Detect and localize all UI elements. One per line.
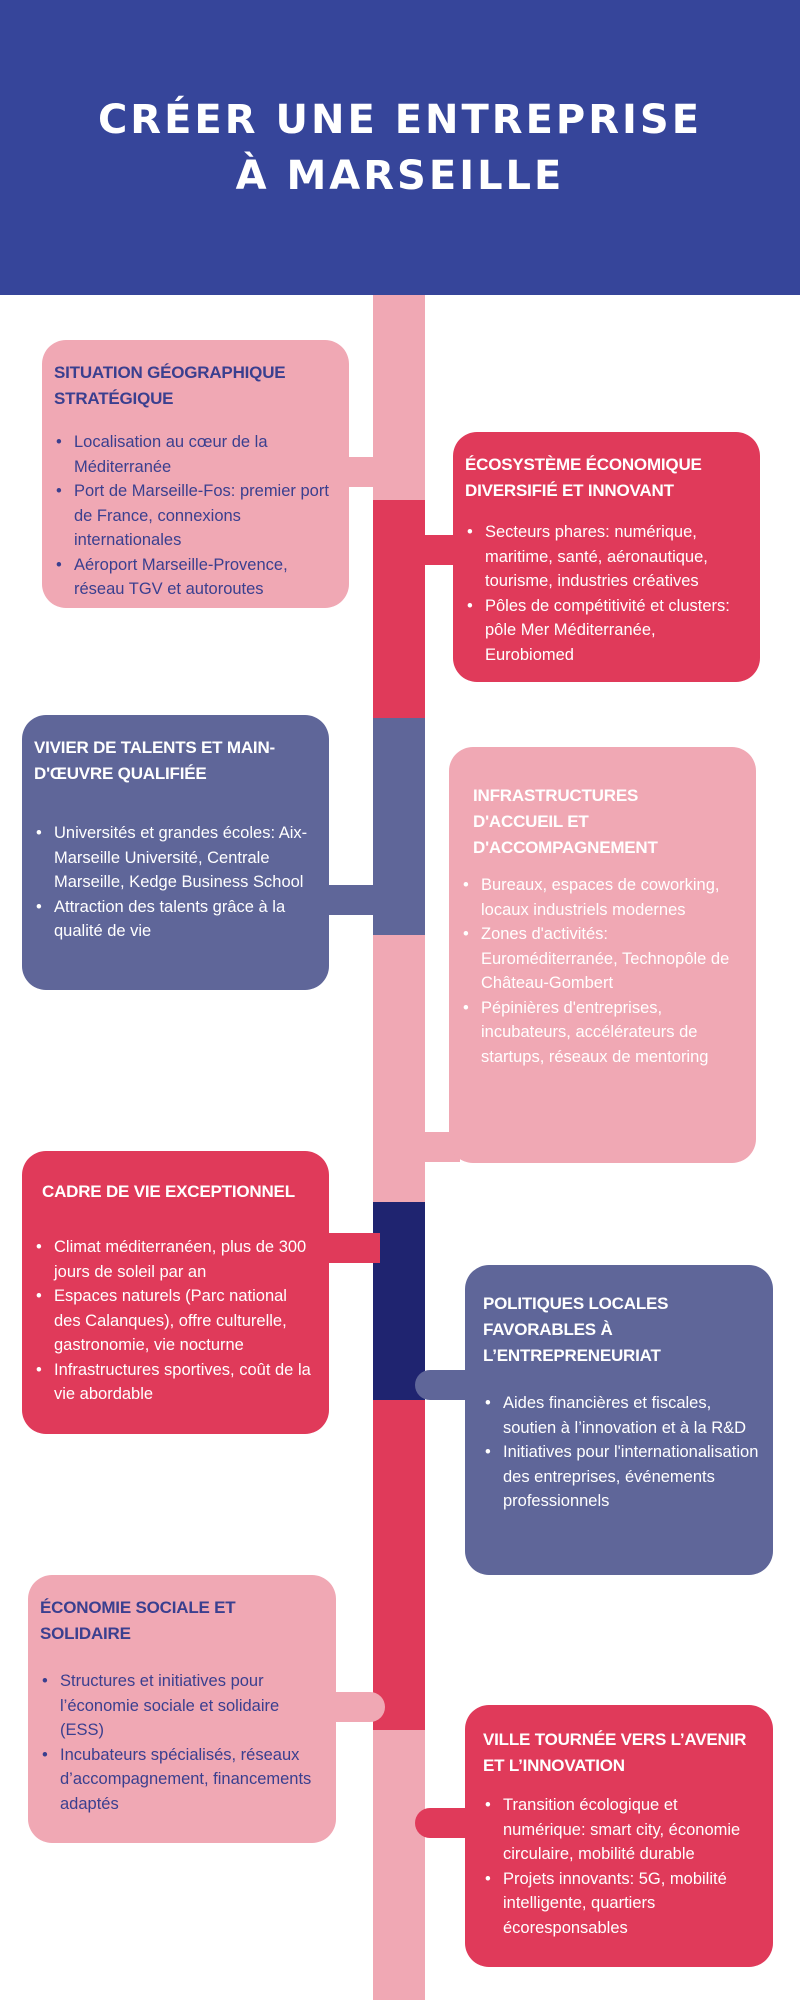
card-local-policies: POLITIQUES LOCALES FAVORABLES À L’ENTREP…: [465, 1265, 773, 1575]
list-item: Universités et grandes écoles: Aix-Marse…: [34, 821, 317, 895]
card-infrastructure: INFRASTRUCTURES D'ACCUEIL ET D'ACCOMPAGN…: [449, 747, 756, 1163]
card-title: CADRE DE VIE EXCEPTIONNEL: [42, 1182, 295, 1201]
card-talent-pool: VIVIER DE TALENTS ET MAIN-D'ŒUVRE QUALIF…: [22, 715, 329, 990]
list-item: Aides financières et fiscales, soutien à…: [483, 1391, 761, 1440]
list-item: Attraction des talents grâce à la qualit…: [34, 895, 317, 944]
connector: [320, 885, 380, 915]
list-item: Climat méditerranéen, plus de 300 jours …: [34, 1235, 317, 1284]
card-geographic-situation: SITUATION GÉOGRAPHIQUE STRATÉGIQUE Local…: [42, 340, 349, 608]
card-title: POLITIQUES LOCALES FAVORABLES À L’ENTREP…: [483, 1294, 669, 1365]
spine-segment: [373, 718, 425, 935]
spine-segment: [373, 1400, 425, 1730]
card-title: ÉCONOMIE SOCIALE ET SOLIDAIRE: [40, 1598, 236, 1643]
list-item: Incubateurs spécialisés, réseaux d’accom…: [40, 1743, 324, 1817]
list-item: Pôles de compétitivité et clusters: pôle…: [465, 594, 748, 668]
list-item: Localisation au cœur de la Méditerranée: [54, 430, 337, 479]
card-economic-ecosystem: ÉCOSYSTÈME ÉCONOMIQUE DIVERSIFIÉ ET INNO…: [453, 432, 760, 682]
list-item: Zones d'activités: Euroméditerranée, Tec…: [461, 922, 744, 996]
page-title: CRÉER UNE ENTREPRISE À MARSEILLE: [97, 96, 703, 199]
card-title: INFRASTRUCTURES D'ACCUEIL ET D'ACCOMPAGN…: [473, 786, 658, 857]
list-item: Transition écologique et numérique: smar…: [483, 1793, 761, 1867]
list-item: Aéroport Marseille-Provence, réseau TGV …: [54, 553, 337, 602]
list-item: Structures et initiatives pour l’économi…: [40, 1669, 324, 1743]
connector: [320, 1233, 380, 1263]
spine-segment: [373, 500, 425, 718]
list-item: Bureaux, espaces de coworking, locaux in…: [461, 873, 744, 922]
spine-segment: [373, 1202, 425, 1400]
header-banner: CRÉER UNE ENTREPRISE À MARSEILLE: [0, 0, 800, 295]
list-item: Projets innovants: 5G, mobilité intellig…: [483, 1867, 761, 1941]
spine-segment: [373, 295, 425, 500]
card-social-economy: ÉCONOMIE SOCIALE ET SOLIDAIRE Structures…: [28, 1575, 336, 1843]
card-title: SITUATION GÉOGRAPHIQUE STRATÉGIQUE: [54, 363, 286, 408]
card-title: VIVIER DE TALENTS ET MAIN-D'ŒUVRE QUALIF…: [34, 738, 275, 783]
card-title: VILLE TOURNÉE VERS L’AVENIR ET L’INNOVAT…: [483, 1730, 747, 1775]
spine-segment: [373, 935, 425, 1202]
card-title: ÉCOSYSTÈME ÉCONOMIQUE DIVERSIFIÉ ET INNO…: [465, 455, 702, 500]
card-quality-of-life: CADRE DE VIE EXCEPTIONNEL Climat méditer…: [22, 1151, 329, 1434]
card-future-innovation: VILLE TOURNÉE VERS L’AVENIR ET L’INNOVAT…: [465, 1705, 773, 1967]
list-item: Secteurs phares: numérique, maritime, sa…: [465, 520, 748, 594]
list-item: Infrastructures sportives, coût de la vi…: [34, 1358, 317, 1407]
list-item: Initiatives pour l'internationalisation …: [483, 1440, 761, 1514]
list-item: Port de Marseille-Fos: premier port de F…: [54, 479, 337, 553]
list-item: Espaces naturels (Parc national des Cala…: [34, 1284, 317, 1358]
list-item: Pépinières d'entreprises, incubateurs, a…: [461, 996, 744, 1070]
spine-segment: [373, 1730, 425, 2000]
